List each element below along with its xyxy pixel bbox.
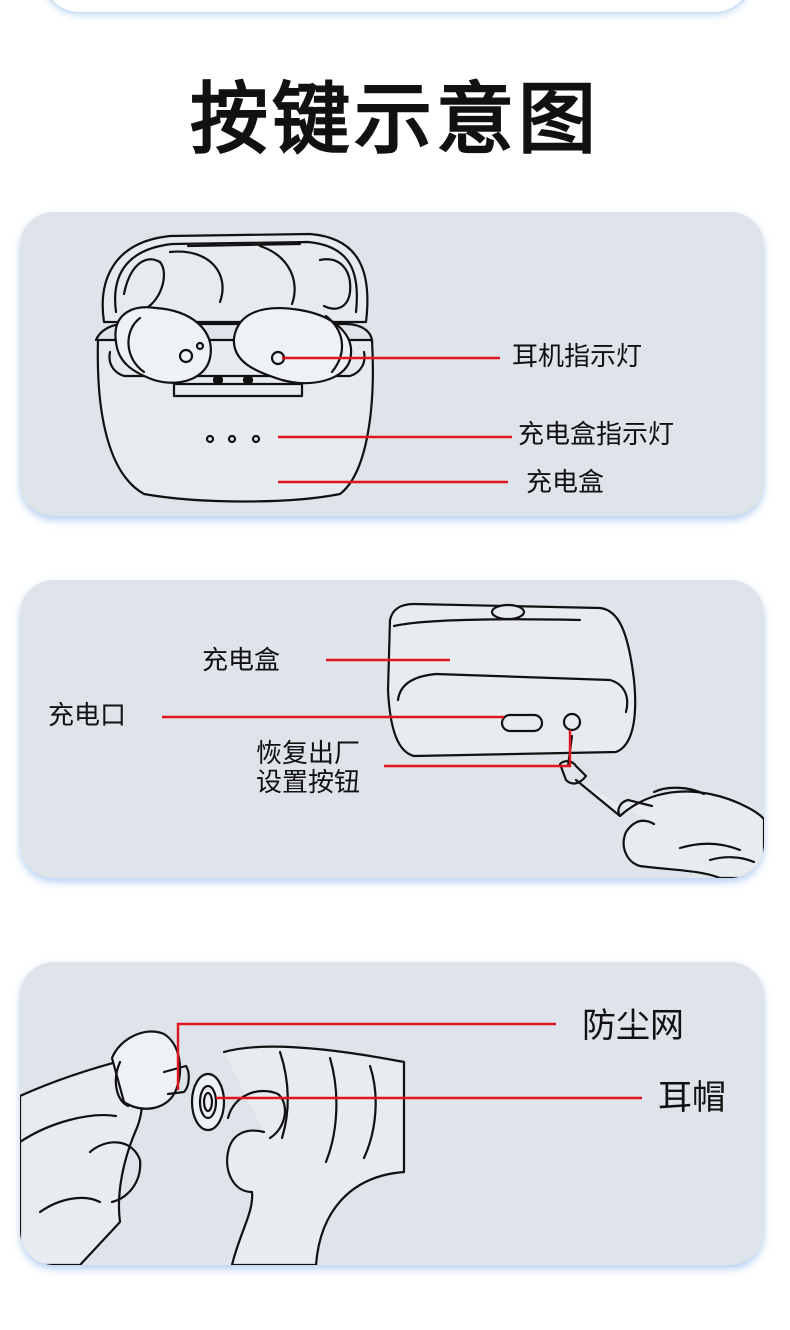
panel-case-side: 充电盒 充电口 恢复出厂 设置按钮 — [20, 580, 764, 878]
right-hand — [222, 1045, 406, 1265]
case-lid — [101, 232, 369, 324]
panel-ear-tip: 防尘网 耳帽 — [20, 962, 764, 1265]
label-reset-button: 恢复出厂 设置按钮 — [256, 740, 360, 798]
leader-reset-button — [384, 730, 572, 768]
label-ear-cap: 耳帽 — [658, 1078, 726, 1118]
case-top-hinge — [490, 603, 526, 621]
case-led-3 — [251, 434, 261, 444]
panel-case-top: 耳机指示灯 充电盒指示灯 充电盒 — [20, 212, 764, 516]
label-earbud-indicator: 耳机指示灯 — [512, 342, 643, 372]
label-case-indicator: 充电盒指示灯 — [518, 420, 675, 450]
label-charging-port: 充电口 — [48, 701, 127, 731]
earbud-nozzle — [162, 1064, 190, 1096]
charging-case-open-illustration — [94, 232, 512, 503]
ear-cap-inner — [198, 1084, 218, 1120]
earbud-body — [110, 1030, 182, 1110]
leader-dust-mesh — [176, 1022, 556, 1090]
page-title: 按键示意图 — [189, 75, 600, 165]
left-earbud — [114, 306, 212, 384]
top-card-edge — [40, 0, 754, 14]
usb-c-port — [500, 713, 544, 733]
case-led-2 — [227, 434, 237, 444]
case-led-1 — [205, 434, 215, 444]
charging-case-side-illustration — [162, 602, 764, 878]
ear-tip-illustration — [20, 1022, 642, 1265]
label-charging-case: 充电盒 — [526, 468, 605, 498]
right-earbud — [232, 307, 353, 385]
ear-cap-outer — [190, 1072, 226, 1132]
label-reset-line1: 恢复出厂 — [256, 739, 361, 769]
label-reset-line2: 设置按钮 — [256, 768, 361, 798]
reset-pinhole — [562, 712, 582, 732]
label-dust-mesh: 防尘网 — [582, 1006, 684, 1046]
label-side-charging-case: 充电盒 — [202, 646, 281, 676]
hand-holding-pin — [574, 778, 764, 878]
